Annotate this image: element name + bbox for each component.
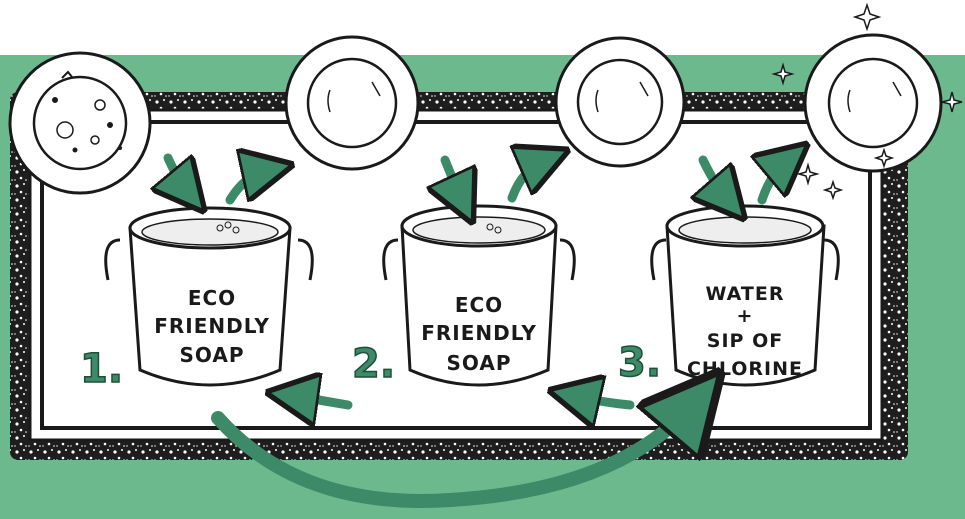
bucket-2-label-line-1: ECO [455,293,503,317]
bucket-1-label-line-1: ECO [188,286,236,310]
step-1-number: 1. [80,346,123,392]
clean-plate-icon [556,38,684,166]
bucket-3-label-line-4: CHLORINE [687,358,803,380]
bucket-3-label-line-1: WATER [706,283,785,305]
bucket-3-label-line-3: SIP OF [707,330,783,352]
bucket-1-label-line-2: FRIENDLY [154,314,270,338]
dirty-plate-icon [10,53,150,193]
bucket-2-label-line-2: FRIENDLY [421,321,537,345]
clean-plate-icon [286,37,418,169]
step-2-number: 2. [352,341,395,387]
step-3-number: 3. [618,340,661,386]
bucket-3-label-line-2: + [737,305,754,327]
sparkling-plate-icon [805,35,941,171]
bucket-1-label-line-3: SOAP [179,343,244,367]
bucket-2-label-line-3: SOAP [446,351,511,375]
